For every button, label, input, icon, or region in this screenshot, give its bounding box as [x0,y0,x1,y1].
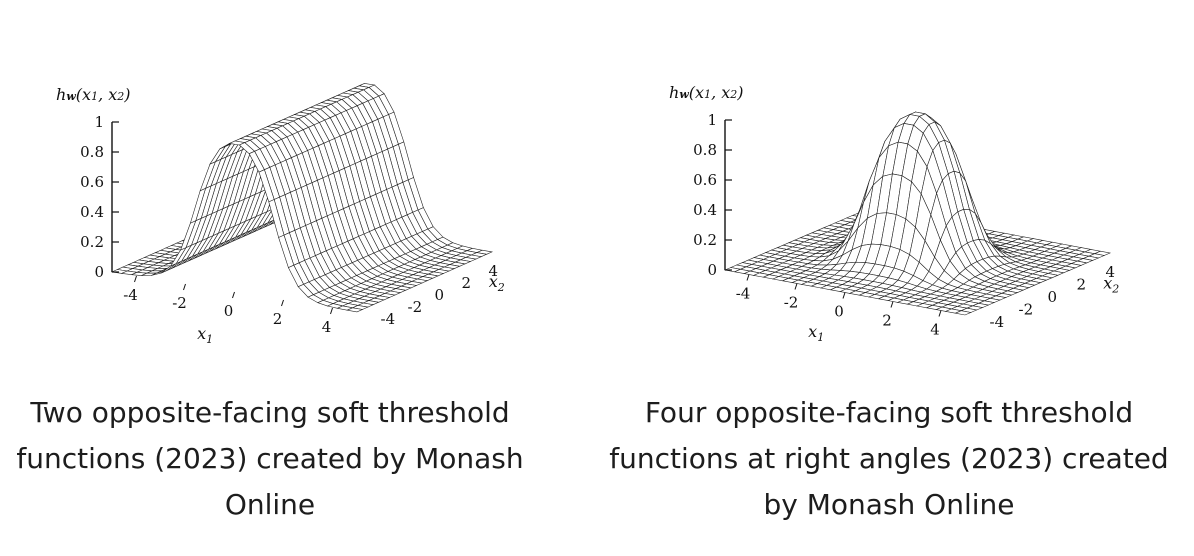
left-z-tick-label: 0.2 [80,233,104,251]
right-x-tick [794,283,798,290]
right-x-tick-label: 0 [834,303,844,321]
right-z-label-part: w [679,88,689,101]
right-y-tick-label: -4 [990,313,1005,331]
right-z-tick-label: 0.4 [693,201,717,219]
right-y-label-x: x [1103,274,1112,293]
left-z-tick-label: 0.4 [80,203,104,221]
left-x-tick-label: 0 [224,302,234,320]
left-x-tick [281,299,284,307]
left-z-label-part: ) [123,85,130,104]
right-x-label-sub: 1 [817,331,824,344]
right-z-tick-label: 0.8 [693,141,717,159]
left-z-label-part: 1 [91,90,98,103]
right-y-tick-label: -2 [1019,300,1034,318]
left-x-tick [232,291,235,299]
left-x-label-x: x [197,324,206,343]
right-z-label-part: 1 [704,88,711,101]
right-y-tick-label: 0 [1048,288,1058,306]
right-y-label-sub: 2 [1111,283,1119,296]
right-y-tick-label: 2 [1077,276,1087,294]
right-z-label-part: , x [711,83,730,102]
left-z-tick-label: 1 [94,113,104,131]
right-x-tick [938,310,942,317]
right-x-tick [890,301,894,308]
left-mesh [110,83,494,313]
right-z-tick-label: 0.6 [693,171,717,189]
left-y-label-x: x [489,272,498,291]
left-y-tick-label: -2 [408,298,423,316]
caption-right: Four opposite-facing soft threshold func… [609,396,1169,521]
left-x-tick-label: 4 [322,318,332,336]
right-x-tick [746,274,750,281]
left-y-label: x2 [489,272,505,294]
right-mesh-cell [954,310,972,316]
left-y-tick-label: 4 [489,262,499,280]
right-z-label-part: ) [736,83,743,102]
right-x-tick [842,292,846,299]
right-x-label-x: x [808,322,817,341]
left-x-tick [134,275,137,283]
left-z-label-part: 2 [116,90,124,103]
left-x-label-sub: 1 [206,333,213,346]
left-y-tick-label: 0 [435,286,445,304]
left-z-label-part: (x [76,85,91,104]
left-z-label-part: h [56,85,66,104]
right-y-tick-label: 4 [1106,263,1116,281]
left-y-tick-label: -4 [381,310,396,328]
left-z-tick-label: 0.8 [80,143,104,161]
right-x-tick-label: 2 [882,312,892,330]
left-z-label: hw(x1, x2) [56,85,131,104]
left-y-tick-label: 2 [462,274,472,292]
left-z-label-part: , x [98,85,117,104]
right-z-label-part: h [669,83,679,102]
left-x-tick-label: 2 [273,310,283,328]
right-x-label: x1 [808,322,824,344]
right-z-label-part: (x [689,83,704,102]
right-x-tick-label: 4 [930,321,940,339]
left-x-tick-label: -2 [172,294,187,312]
left-z-tick-label: 0.6 [80,173,104,191]
left-x-tick [330,307,333,315]
right-z-tick-label: 0 [707,261,717,279]
right-mesh [723,111,1112,316]
left-y-label-sub: 2 [497,281,505,294]
left-z-tick-label: 0 [94,263,104,281]
left-x-label: x1 [197,324,213,346]
left-mesh-cell [346,307,364,313]
right-x-tick-label: -4 [736,285,751,303]
right-y-label: x2 [1103,274,1119,296]
right-z-label: hw(x1, x2) [669,83,744,102]
left-x-tick-label: -4 [123,286,138,304]
left-z-label-part: w [66,90,76,103]
caption-left: Two opposite-facing soft threshold funct… [16,396,524,521]
right-z-label-part: 2 [729,88,737,101]
right-z-tick-label: 0.2 [693,231,717,249]
right-x-tick-label: -2 [784,294,799,312]
right-z-tick-label: 1 [707,111,717,129]
left-x-tick [183,283,186,291]
